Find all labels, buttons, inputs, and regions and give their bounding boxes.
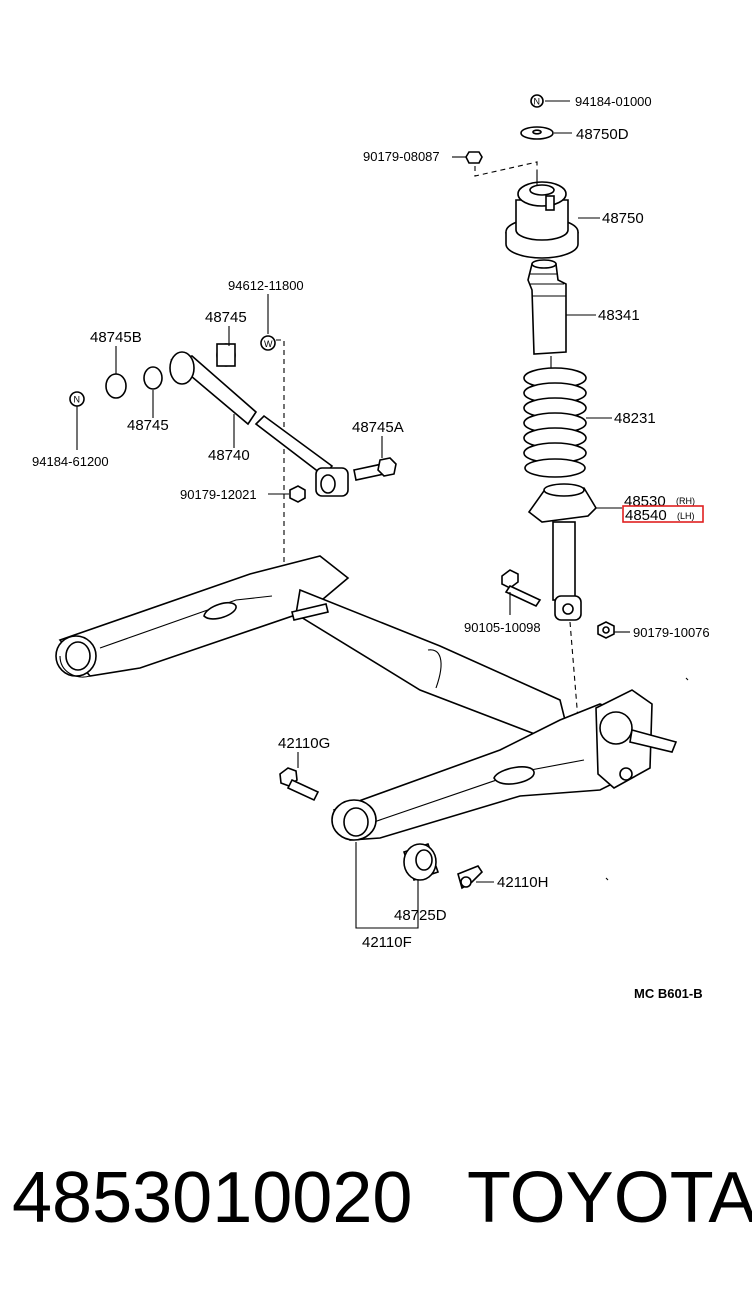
bushing-48745-lower xyxy=(143,366,163,418)
label-42110H: 42110H xyxy=(497,874,548,891)
svg-text:N: N xyxy=(74,395,81,405)
bracket-42110F xyxy=(355,842,419,929)
brand-name: TOYOTA xyxy=(467,1158,752,1238)
nut-94184-01000: N xyxy=(530,94,570,108)
mark-dot xyxy=(605,877,609,881)
bushing-48725D xyxy=(402,842,440,906)
lateral-rod-48740 xyxy=(169,351,349,497)
mark-dot xyxy=(685,677,689,681)
label-48745-upper: 48745 xyxy=(205,309,247,326)
label-lh: (LH) xyxy=(677,511,695,521)
label-rh: (RH) xyxy=(676,496,695,506)
coil-spring-48231 xyxy=(523,356,612,478)
label-48745B: 48745B xyxy=(90,329,142,346)
bolt-42110G xyxy=(279,752,320,802)
label-48725D: 48725D xyxy=(394,907,447,924)
label-90179-10076: 90179-10076 xyxy=(633,625,710,640)
nut-90179-10076 xyxy=(597,621,630,639)
strut-mount-48750 xyxy=(505,170,600,259)
part-number: 4853010020 xyxy=(12,1158,413,1238)
diagram-code: MC B601-B xyxy=(634,986,703,1001)
label-48540: 48540 xyxy=(625,507,667,524)
bump-stopper-48341 xyxy=(527,259,596,355)
bushing-48745B xyxy=(105,346,127,399)
nut-90179-08087 xyxy=(452,151,538,177)
rear-axle-beam xyxy=(55,555,678,841)
bolt-48745A xyxy=(353,436,397,481)
nut-94612-11800: W xyxy=(260,294,285,600)
shock-absorber-48530 xyxy=(527,483,622,621)
label-48750D: 48750D xyxy=(576,126,629,143)
label-48740: 48740 xyxy=(208,447,250,464)
bolt-90105-10098 xyxy=(501,569,542,615)
label-48745A: 48745A xyxy=(352,419,404,436)
part-caption: 4853010020 TOYOTA xyxy=(12,1148,752,1248)
label-94612-11800: 94612-11800 xyxy=(228,278,304,293)
nut-mark: N xyxy=(534,97,541,107)
label-94184-61200: 94184-61200 xyxy=(32,454,109,469)
label-90179-12021: 90179-12021 xyxy=(180,487,257,502)
label-90179-08087: 90179-08087 xyxy=(363,149,440,164)
label-42110G: 42110G xyxy=(278,735,330,752)
label-94184-01000: 94184-01000 xyxy=(575,94,652,109)
bushing-48745-upper xyxy=(216,326,236,367)
label-48341: 48341 xyxy=(598,307,640,324)
nut-42110H xyxy=(457,865,494,890)
label-48750: 48750 xyxy=(602,210,644,227)
highlight-box-48540 xyxy=(622,505,704,523)
nut-94184-61200: N xyxy=(69,391,85,450)
label-42110F: 42110F xyxy=(362,934,412,951)
label-90105-10098: 90105-10098 xyxy=(464,620,541,635)
label-48231: 48231 xyxy=(614,410,656,427)
shock-alignment-line xyxy=(569,621,579,721)
washer-mark: W xyxy=(264,339,273,349)
nut-90179-12021 xyxy=(268,485,306,503)
label-48745-lower: 48745 xyxy=(127,417,169,434)
washer-48750D xyxy=(520,126,572,140)
